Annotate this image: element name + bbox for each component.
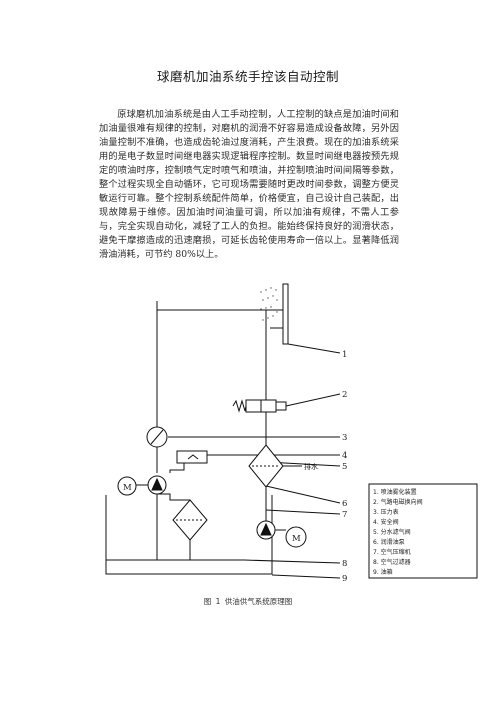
compressor-motor bbox=[285, 526, 307, 548]
legend-item-9: 9. 油箱 bbox=[373, 568, 393, 576]
drain-label: 排水 bbox=[304, 462, 318, 471]
legend-item-3: 3. 压力表 bbox=[373, 508, 399, 516]
pressure-gauge bbox=[146, 426, 168, 448]
legend-item-5: 5. 分水滤气阀 bbox=[373, 528, 411, 536]
document-title: 球磨机加油系统手控该自动控制 bbox=[156, 69, 339, 84]
legend-item-4: 4. 安全阀 bbox=[373, 518, 399, 526]
solenoid-valve bbox=[245, 399, 277, 413]
legend-item-2: 2. 气路电磁换向阀 bbox=[373, 498, 423, 506]
legend-item-8: 8. 空气过滤器 bbox=[373, 558, 411, 566]
water-separator-filter bbox=[248, 444, 284, 488]
callout-1: 1 bbox=[342, 350, 347, 360]
top-supply-line bbox=[156, 301, 284, 311]
spray-nozzle-device bbox=[282, 283, 289, 345]
pump-motor bbox=[117, 476, 137, 496]
safety-valve bbox=[176, 450, 208, 464]
motor-label-left: M bbox=[123, 483, 132, 493]
valve-spring bbox=[232, 399, 247, 413]
callout-4: 4 bbox=[342, 451, 347, 461]
callout-3: 3 bbox=[342, 433, 347, 443]
air-filter bbox=[172, 499, 208, 541]
legend-box bbox=[368, 483, 478, 579]
legend-item-7: 7. 空气压缩机 bbox=[373, 548, 411, 556]
motor-label-right: M bbox=[292, 534, 301, 544]
lube-oil-pump bbox=[147, 475, 167, 495]
callout-5: 5 bbox=[342, 462, 347, 472]
callout-2: 2 bbox=[342, 390, 347, 400]
legend-item-1: 1. 喷油雾化装置 bbox=[373, 488, 417, 496]
callout-8: 8 bbox=[342, 559, 347, 569]
body-paragraph: 原球磨机加油系统是由人工手动控制，人工控制的缺点是加油时间和加油量很难有规律的控… bbox=[99, 108, 399, 262]
callout-7: 7 bbox=[342, 510, 347, 520]
air-compressor bbox=[256, 520, 276, 540]
figure-caption: 图 1 供油供气系统原理图 bbox=[203, 597, 293, 606]
paragraph-text: 原球磨机加油系统是由人工手动控制，人工控制的缺点是加油时间和加油量很难有规律的控… bbox=[99, 109, 399, 260]
spray-mist bbox=[260, 287, 278, 321]
callout-9: 9 bbox=[342, 574, 347, 584]
callout-6: 6 bbox=[342, 499, 347, 509]
legend-item-6: 6. 润滑油泵 bbox=[373, 538, 405, 546]
oil-tank bbox=[105, 495, 273, 575]
